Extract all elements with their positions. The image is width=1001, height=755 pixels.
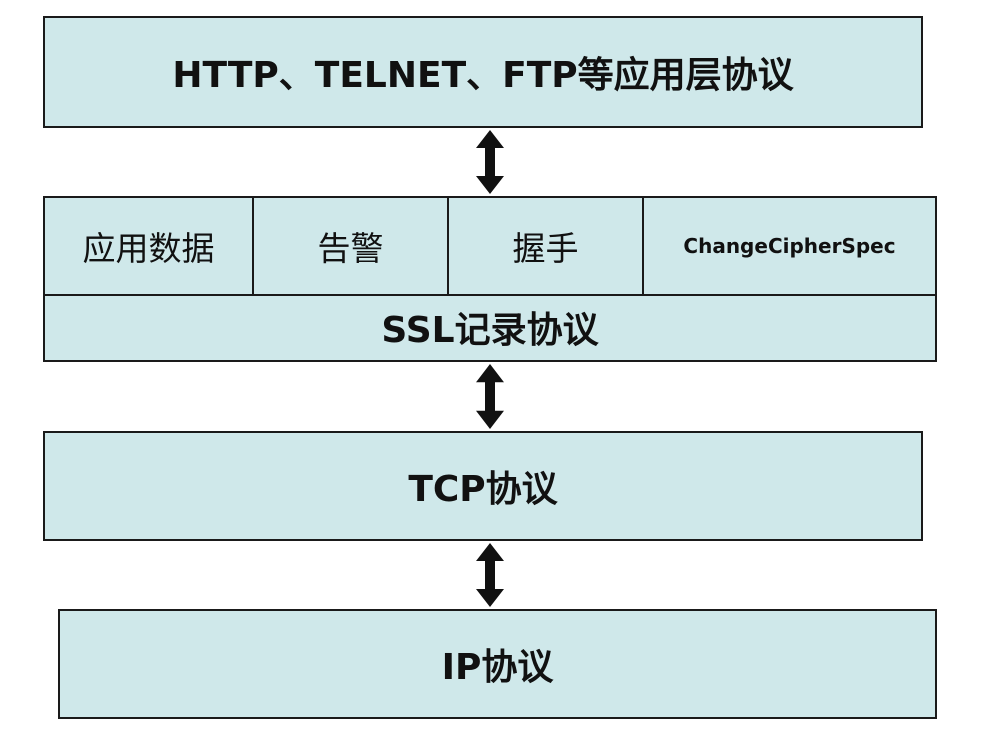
ip-layer-label: IP协议 — [441, 647, 554, 688]
ssl-record-label: SSL记录协议 — [381, 310, 599, 351]
tcp-layer-label: TCP协议 — [408, 469, 558, 510]
ssl-record-protocol-box: 应用数据 告警 握手 ChangeCipherSpec SSL记录协议 — [43, 196, 937, 362]
ssl-subprotocol-row: 应用数据 告警 握手 ChangeCipherSpec — [45, 198, 935, 296]
ssl-cell-alert: 告警 — [254, 198, 449, 294]
ssl-cell-handshake: 握手 — [449, 198, 644, 294]
tcp-layer-box: TCP协议 — [43, 431, 923, 541]
double-arrow-icon — [476, 130, 504, 194]
double-arrow-icon — [476, 364, 504, 429]
ssl-cell-change-cipher-spec: ChangeCipherSpec — [683, 234, 896, 258]
double-arrow-icon — [476, 543, 504, 607]
ip-layer-box: IP协议 — [58, 609, 937, 719]
application-layer-label: HTTP、TELNET、FTP等应用层协议 — [172, 55, 794, 96]
ssl-cell-application-data: 应用数据 — [45, 198, 254, 294]
application-layer-box: HTTP、TELNET、FTP等应用层协议 — [43, 16, 923, 128]
